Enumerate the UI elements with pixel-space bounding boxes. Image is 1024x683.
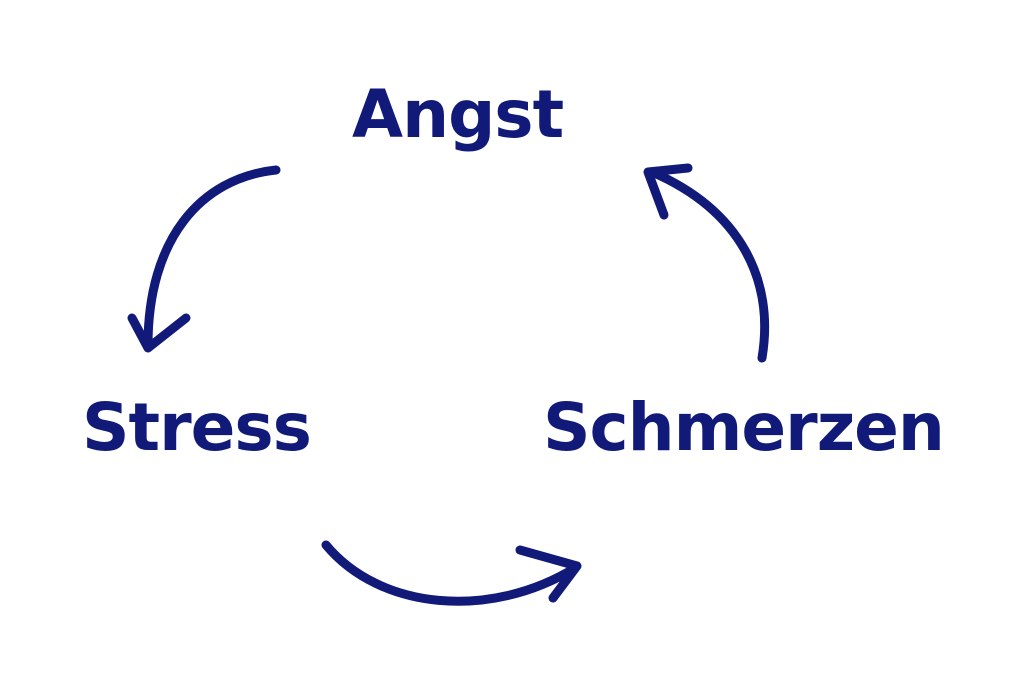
node-angst: Angst	[352, 76, 564, 153]
arrow-schmerzen-to-angst	[643, 163, 770, 363]
arrow-stress-to-schmerzen	[321, 540, 582, 606]
arrow-stress-to-schmerzen-shaft	[321, 540, 580, 606]
arrow-schmerzen-to-angst-shaft	[647, 167, 770, 363]
arrow-angst-to-stress-head	[127, 313, 191, 353]
arrow-schmerzen-to-angst-head	[643, 163, 693, 220]
arrow-stress-to-schmerzen-head	[515, 545, 582, 603]
arrow-angst-to-stress	[127, 165, 281, 353]
arrow-angst-to-stress-shaft	[143, 165, 281, 350]
node-stress: Stress	[82, 389, 312, 466]
node-schmerzen: Schmerzen	[543, 389, 945, 466]
